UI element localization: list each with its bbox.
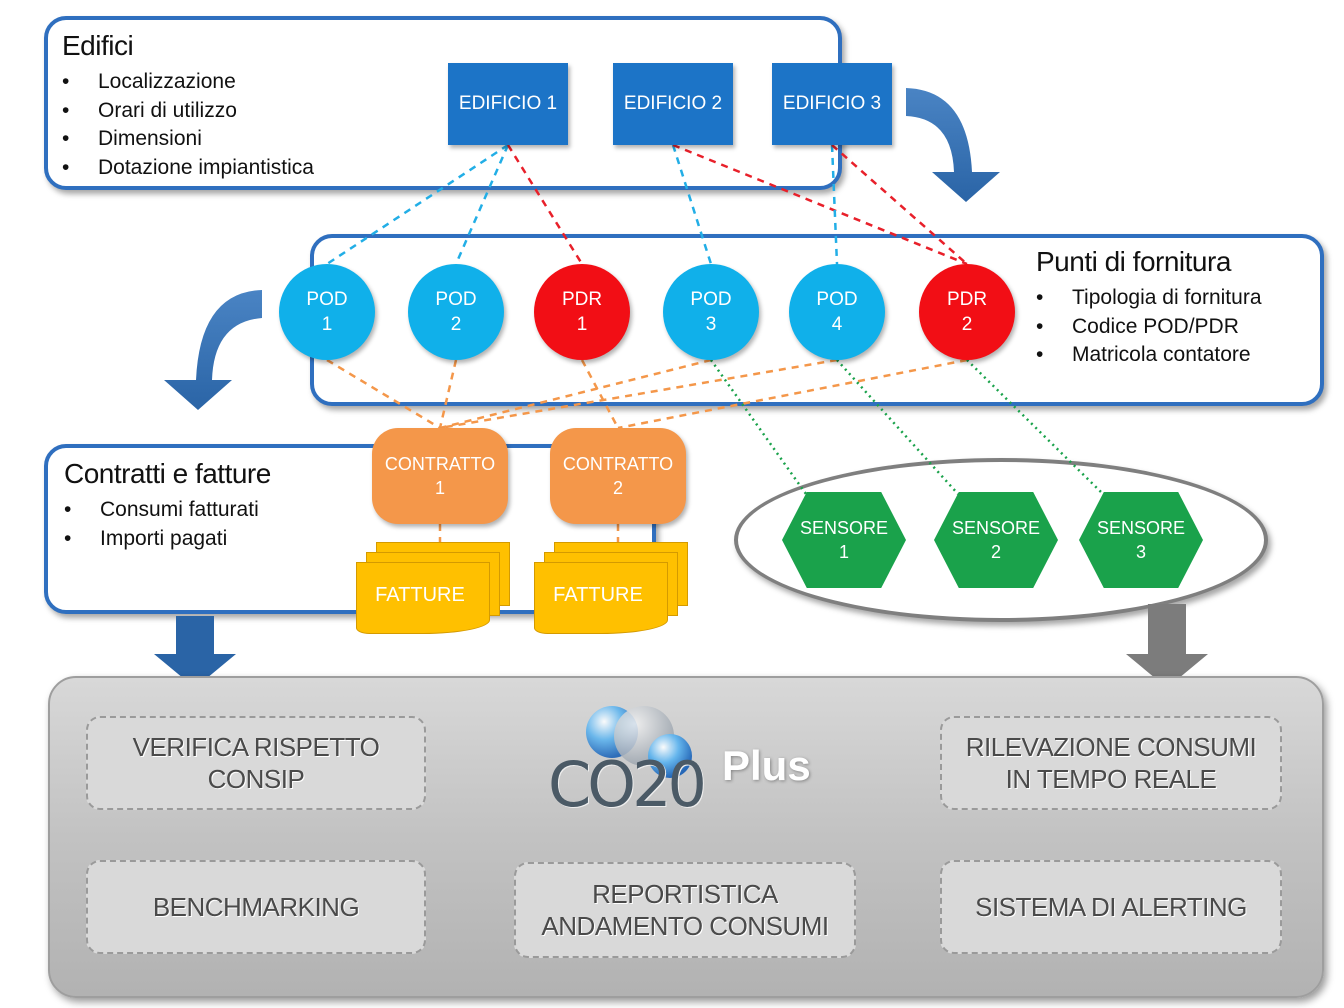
contract-label: CONTRATTO: [384, 454, 496, 474]
punti-item: Matricola contatore: [1036, 341, 1262, 370]
feature-verifica-consip[interactable]: VERIFICA RISPETTO CONSIP: [86, 716, 426, 810]
feature-benchmarking[interactable]: BENCHMARKING: [86, 860, 426, 954]
sensor-2[interactable]: SENSORE 2: [934, 492, 1058, 588]
co20-plus-logo: CO20 Plus: [546, 702, 816, 832]
invoice-label: FATTURE: [375, 584, 465, 606]
supply-point-type: POD: [435, 289, 477, 310]
supply-point-pdr-1[interactable]: PDR 1: [534, 264, 630, 360]
punti-list: Tipologia di fornitura Codice POD/PDR Ma…: [1036, 284, 1262, 370]
edifici-title: Edifici: [62, 30, 134, 61]
edifici-item: Dimensioni: [62, 125, 314, 154]
sensor-label: SENSORE: [951, 518, 1041, 538]
edifici-list: Localizzazione Orari di utilizzo Dimensi…: [62, 68, 314, 182]
invoice-document-icon: [356, 562, 490, 634]
building-3[interactable]: EDIFICIO 3: [772, 63, 892, 145]
supply-point-pdr-2[interactable]: PDR 2: [919, 264, 1015, 360]
supply-point-type: PDR: [561, 289, 603, 310]
supply-point-type: POD: [306, 289, 348, 310]
contratti-title: Contratti e fatture: [64, 458, 271, 489]
logo-suffix: Plus: [722, 742, 811, 789]
sensor-3[interactable]: SENSORE 3: [1079, 492, 1203, 588]
invoice-label: FATTURE: [553, 584, 643, 606]
edifici-item: Localizzazione: [62, 68, 314, 97]
curved-arrow-left-icon: [164, 290, 262, 410]
supply-point-number: 4: [831, 314, 843, 335]
supply-point-type: POD: [816, 289, 858, 310]
contract-label: CONTRATTO: [562, 454, 674, 474]
contratti-item: Importi pagati: [64, 525, 259, 554]
punti-title: Punti di fornitura: [1036, 246, 1231, 277]
feature-sistema-alerting[interactable]: SISTEMA DI ALERTING: [940, 860, 1282, 954]
edifici-item: Dotazione impiantistica: [62, 154, 314, 183]
contract-number: 2: [612, 478, 623, 498]
supply-point-number: 1: [321, 314, 333, 335]
sensor-1[interactable]: SENSORE 1: [782, 492, 906, 588]
edifici-item: Orari di utilizzo: [62, 97, 314, 126]
supply-point-number: 1: [576, 314, 588, 335]
feature-rilevazione-consumi[interactable]: RILEVAZIONE CONSUMI IN TEMPO REALE: [940, 716, 1282, 810]
sensor-number: 3: [1135, 542, 1146, 562]
curved-arrow-right-icon: [906, 88, 1000, 202]
bubbles-icon: [586, 706, 692, 778]
sensor-number: 1: [838, 542, 849, 562]
sensor-number: 2: [990, 542, 1001, 562]
supply-point-number: 2: [450, 314, 462, 335]
sensor-label: SENSORE: [1096, 518, 1186, 538]
supply-point-number: 2: [961, 314, 973, 335]
invoice-document-icon: [534, 562, 668, 634]
contratti-item: Consumi fatturati: [64, 496, 259, 525]
contract-1[interactable]: CONTRATTO 1: [372, 428, 508, 524]
supply-point-type: PDR: [946, 289, 988, 310]
supply-point-pod-1[interactable]: POD 1: [279, 264, 375, 360]
logo-text: CO20: [548, 748, 707, 821]
supply-point-pod-4[interactable]: POD 4: [789, 264, 885, 360]
punti-item: Codice POD/PDR: [1036, 313, 1262, 342]
supply-point-pod-3[interactable]: POD 3: [663, 264, 759, 360]
building-2[interactable]: EDIFICIO 2: [613, 63, 733, 145]
contract-number: 1: [434, 478, 445, 498]
building-1[interactable]: EDIFICIO 1: [448, 63, 568, 145]
contract-2[interactable]: CONTRATTO 2: [550, 428, 686, 524]
sensor-label: SENSORE: [799, 518, 889, 538]
feature-reportistica[interactable]: REPORTISTICA ANDAMENTO CONSUMI: [514, 862, 856, 958]
punti-item: Tipologia di fornitura: [1036, 284, 1262, 313]
contratti-list: Consumi fatturati Importi pagati: [64, 496, 259, 553]
supply-point-type: POD: [690, 289, 732, 310]
supply-point-number: 3: [705, 314, 717, 335]
supply-point-pod-2[interactable]: POD 2: [408, 264, 504, 360]
